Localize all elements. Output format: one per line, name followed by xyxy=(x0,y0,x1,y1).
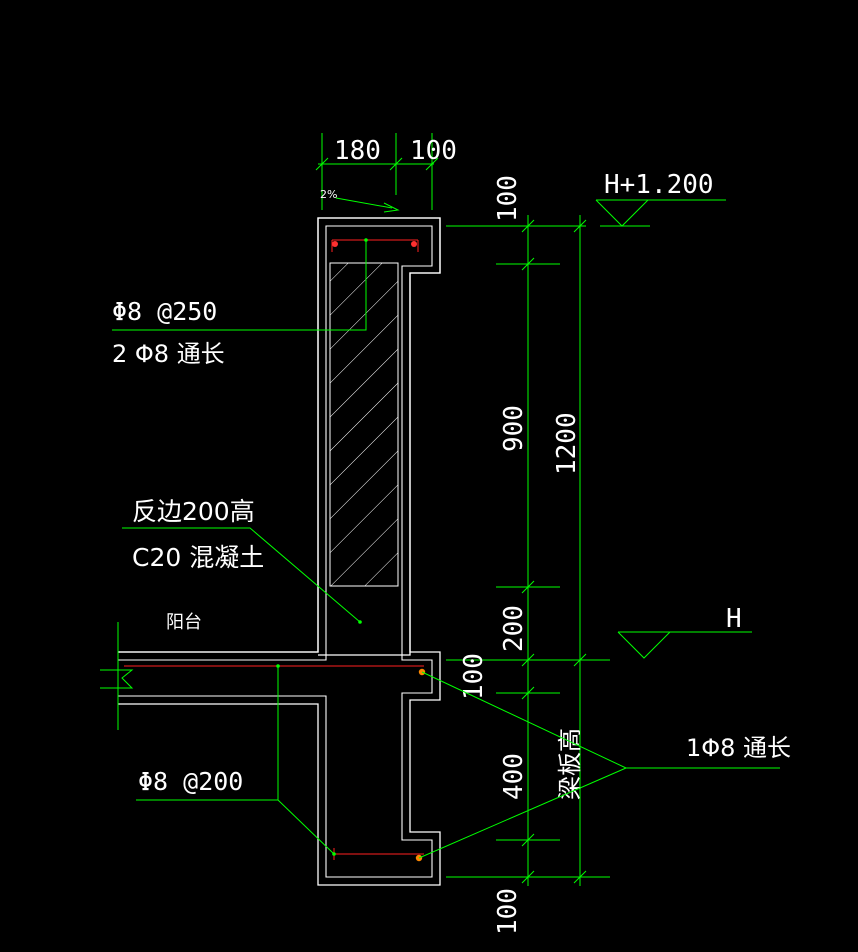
slope-label: 2% xyxy=(320,188,337,201)
dim-100-slab: 100 xyxy=(459,653,489,700)
break-symbol xyxy=(100,669,134,689)
label-top-stirrup: Φ8 @250 xyxy=(112,297,217,326)
leaders xyxy=(112,240,780,859)
elevation-mark-floor xyxy=(617,631,752,659)
beam-depth-label: 梁板高 xyxy=(556,728,584,800)
slope-arrow xyxy=(335,197,393,209)
section-outline xyxy=(118,217,441,886)
elevation-top: H+1.200 xyxy=(604,170,714,200)
label-slab-rebar: Φ8 @200 xyxy=(138,767,243,796)
dim-100-upper: 100 xyxy=(493,175,523,222)
dim-900: 900 xyxy=(499,405,529,452)
dim-100-top: 100 xyxy=(410,136,457,166)
top-rebar-dot-right xyxy=(411,241,417,247)
label-upturn-height: 反边200高 xyxy=(132,497,255,526)
dim-100-bottom: 100 xyxy=(493,888,523,935)
label-top-long-bars: 2 Φ8 通长 xyxy=(112,340,225,368)
dim-180: 180 xyxy=(334,136,381,166)
label-corner-bars: 1Φ8 通长 xyxy=(686,734,791,762)
label-concrete-grade: C20 混凝土 xyxy=(132,543,264,572)
dim-400: 400 xyxy=(499,753,529,800)
label-balcony: 阳台 xyxy=(166,612,202,633)
hatched-block xyxy=(329,262,399,587)
dim-1200: 1200 xyxy=(552,412,582,475)
elevation-floor: H xyxy=(726,604,742,634)
vertical-dimensions xyxy=(446,215,610,886)
top-dimension xyxy=(315,133,439,210)
elevation-mark-top xyxy=(595,199,726,227)
dim-200: 200 xyxy=(499,605,529,652)
top-rebar-dot-left xyxy=(332,241,338,247)
